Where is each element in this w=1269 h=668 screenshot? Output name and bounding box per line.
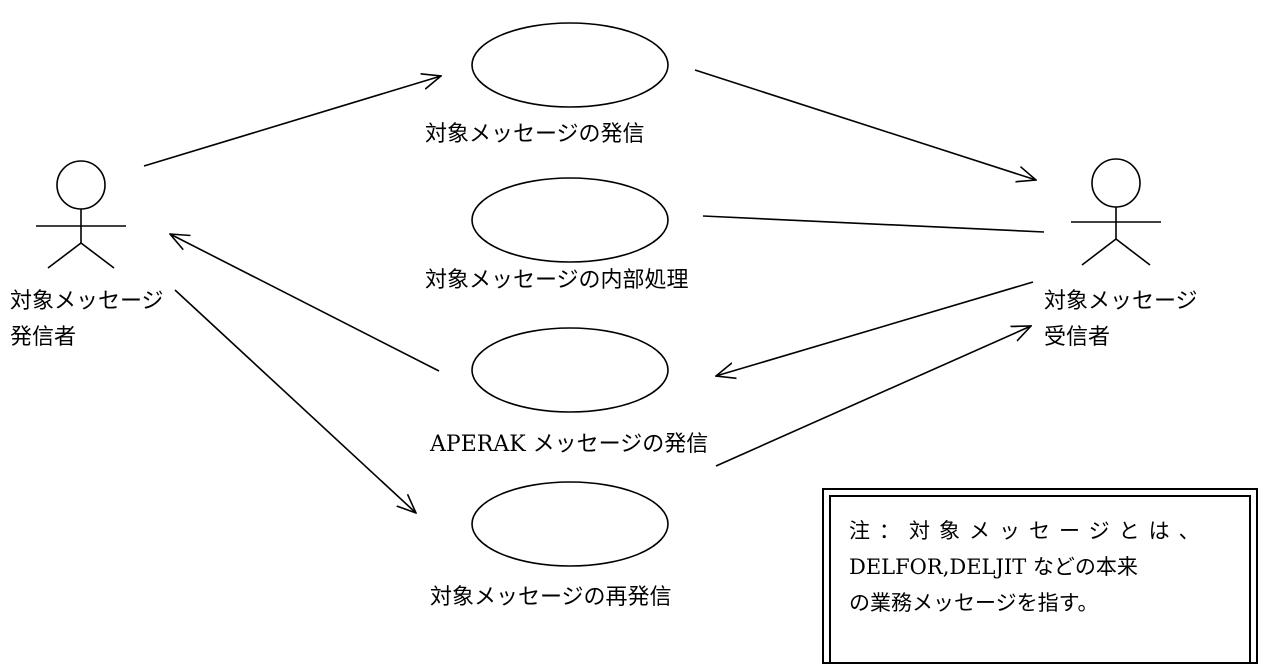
sender-actor-label-line2: 発信者 xyxy=(10,325,76,350)
use-case-resend xyxy=(471,481,669,567)
use-case-aperak-label: APERAK メッセージの発信 xyxy=(429,432,708,457)
arrow-send-to-receiver xyxy=(694,69,1036,180)
use-case-internal-label: 対象メッセージの内部処理 xyxy=(425,268,689,293)
note-line-3: の業務メッセージを指す。 xyxy=(849,591,1099,615)
arrow-receiver-to-aperak xyxy=(716,281,1034,376)
sender-actor-label-line1: 対象メッセージ xyxy=(10,289,164,314)
use-case-aperak-label-prefix: APERAK xyxy=(429,432,526,457)
receiver-actor-label-line1: 対象メッセージ xyxy=(1044,289,1198,314)
arrow-sender-to-resend xyxy=(174,289,416,513)
arrow-resend-to-receiver xyxy=(715,326,1031,467)
note-line-2-text: などの本来 xyxy=(1026,555,1138,579)
line-internal-receiver xyxy=(702,215,1045,233)
use-case-internal xyxy=(471,177,669,263)
note-box: 注：対象メッセージとは、 DELFOR,DELJIT などの本来 の業務メッセー… xyxy=(829,495,1251,664)
note-line-1: 注：対象メッセージとは、 xyxy=(849,519,1209,543)
use-case-send-label: 対象メッセージの発信 xyxy=(425,122,645,147)
note-line-2: DELFOR,DELJIT などの本来 xyxy=(849,549,1231,585)
arrow-sender-to-send xyxy=(143,76,441,167)
arrow-aperak-to-sender xyxy=(170,234,440,372)
use-case-resend-label: 対象メッセージの再発信 xyxy=(430,585,672,610)
receiver-actor-label-line2: 受信者 xyxy=(1044,325,1110,350)
use-case-send xyxy=(471,22,669,108)
note-box-outer xyxy=(822,488,1258,664)
note-line-2-codes: DELFOR,DELJIT xyxy=(849,555,1027,579)
receiver-actor xyxy=(1071,158,1161,266)
use-case-aperak-label-suffix: メッセージの発信 xyxy=(526,432,709,457)
sender-actor xyxy=(36,160,126,269)
use-case-aperak xyxy=(471,327,669,413)
